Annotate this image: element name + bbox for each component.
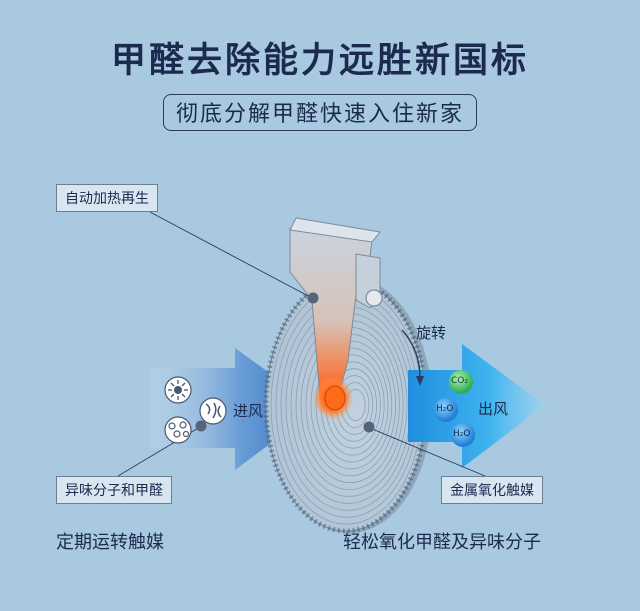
- callout-odor-molecules: 异味分子和甲醛: [56, 476, 172, 504]
- page-subtitle: 彻底分解甲醛快速入住新家: [162, 94, 477, 131]
- heater-arm: [289, 217, 383, 420]
- caption-right: 轻松氧化甲醛及异味分子: [343, 532, 541, 553]
- bacteria-icon: [199, 397, 227, 425]
- air-in-label: 进风: [233, 402, 264, 420]
- co2-label: CO₂: [451, 376, 468, 386]
- caption-left: 定期运转触媒: [56, 532, 164, 553]
- subtitle-container: 彻底分解甲醛快速入住新家: [0, 94, 640, 131]
- page-title: 甲醛去除能力远胜新国标: [110, 41, 529, 81]
- marker-odor: [195, 420, 207, 432]
- rotation-arrowhead: [416, 376, 424, 386]
- disc-groove: [310, 340, 393, 470]
- h2o-label-a: H₂O: [436, 404, 454, 414]
- air-out-arrow: [408, 344, 545, 468]
- h2o-label-b: H₂O: [453, 429, 471, 439]
- marker-metal-oxide: [363, 421, 375, 433]
- rotation-arrow: [401, 329, 421, 379]
- pollutant-icons: [164, 376, 227, 444]
- rotation-label: 旋转: [416, 324, 447, 342]
- leader-auto-heat: [149, 211, 313, 299]
- air-out-label: 出风: [478, 400, 509, 418]
- callout-auto-heat: 自动加热再生: [56, 184, 158, 212]
- leader-metal-oxide: [369, 427, 486, 477]
- h2o-molecule-icon-a: [434, 398, 458, 422]
- molecule-cluster-icon: [164, 416, 192, 444]
- marker-auto-heat: [307, 292, 319, 304]
- h2o-molecule-icon-b: [451, 423, 475, 447]
- callout-metal-oxide: 金属氧化触媒: [441, 476, 543, 504]
- co2-molecule-icon: [449, 370, 473, 394]
